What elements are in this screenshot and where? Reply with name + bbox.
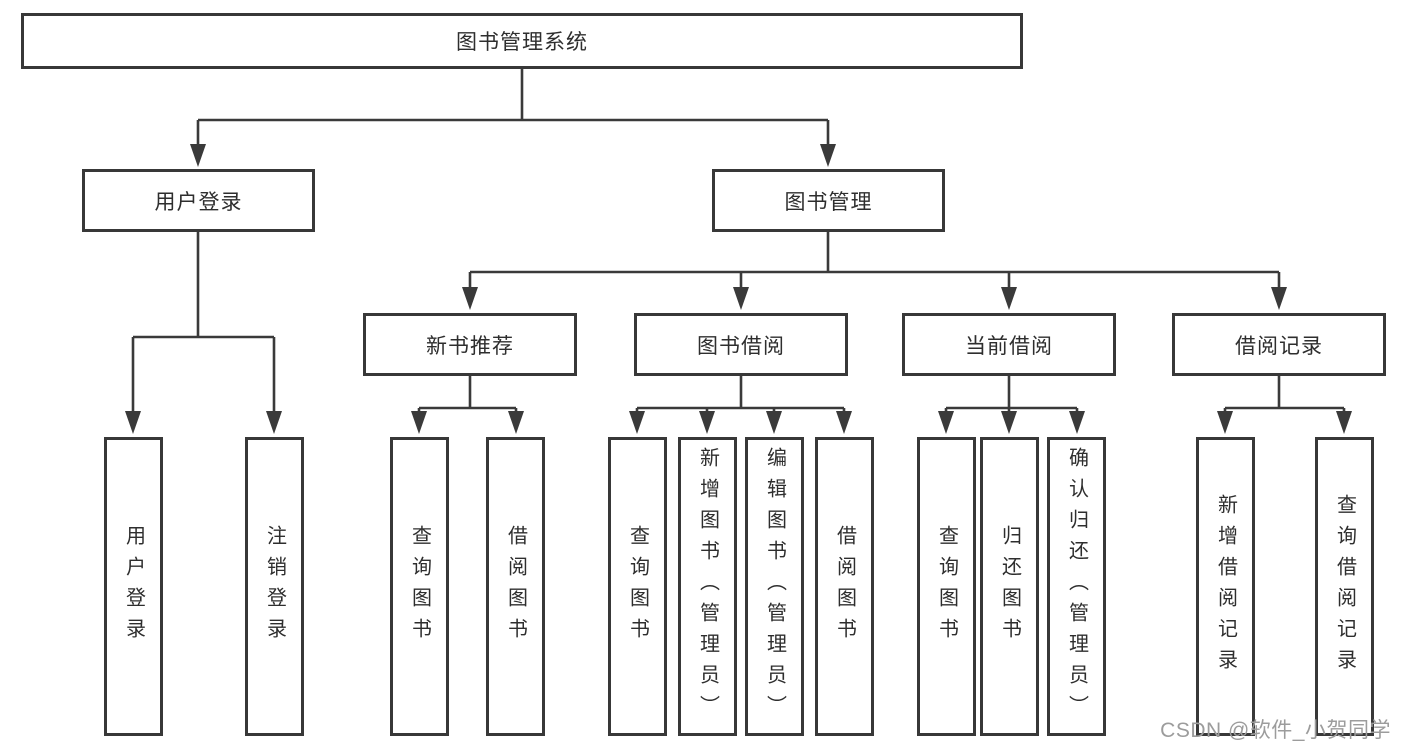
node-borrowing-records: 借阅记录 — [1172, 313, 1386, 376]
leaf-edit-books-admin: 编辑图书（管理员） — [745, 437, 804, 736]
leaf-query-books-current: 查询图书 — [917, 437, 976, 736]
node-book-borrowing: 图书借阅 — [634, 313, 848, 376]
node-label: 查询图书 — [626, 524, 649, 649]
node-label: 新增借阅记录 — [1214, 493, 1237, 680]
connector-userlogin-to-leaves — [125, 232, 282, 434]
node-user-login-module: 用户登录 — [82, 169, 315, 232]
node-root-library-system: 图书管理系统 — [21, 13, 1023, 69]
node-new-book-recommend: 新书推荐 — [363, 313, 577, 376]
node-label: 用户登录 — [122, 524, 145, 649]
node-label: 图书管理 — [784, 190, 873, 214]
connector-bookmgmt-to-level3 — [462, 232, 1287, 310]
leaf-query-books-recommend: 查询图书 — [390, 437, 449, 736]
connector-borrowing-to-leaves — [629, 376, 852, 434]
node-label: 借阅图书 — [504, 524, 527, 649]
node-label: 编辑图书（管理员） — [763, 447, 786, 726]
node-label: 确认归还（管理员） — [1065, 447, 1088, 726]
node-label: 新书推荐 — [426, 334, 514, 358]
leaf-query-borrow-record: 查询借阅记录 — [1315, 437, 1374, 736]
connector-records-to-leaves — [1217, 376, 1352, 434]
node-label: 归还图书 — [998, 524, 1021, 649]
leaf-add-borrow-record: 新增借阅记录 — [1196, 437, 1255, 736]
node-label: 借阅图书 — [833, 524, 856, 649]
node-book-management-module: 图书管理 — [712, 169, 945, 232]
leaf-borrow-books-recommend: 借阅图书 — [486, 437, 545, 736]
node-label: 图书管理系统 — [456, 31, 588, 54]
leaf-query-books-borrowing: 查询图书 — [608, 437, 667, 736]
csdn-watermark: CSDN @软件_小贺同学 — [1160, 719, 1391, 742]
node-label: 查询图书 — [935, 524, 958, 649]
leaf-borrow-books: 借阅图书 — [815, 437, 874, 736]
leaf-logout: 注销登录 — [245, 437, 304, 736]
node-label: 借阅记录 — [1235, 334, 1323, 358]
connector-current-to-leaves — [938, 376, 1085, 434]
node-label: 新增图书（管理员） — [696, 447, 719, 726]
leaf-user-login: 用户登录 — [104, 437, 163, 736]
connector-root-to-level2 — [190, 69, 836, 167]
node-label: 注销登录 — [263, 524, 286, 649]
node-current-borrowing: 当前借阅 — [902, 313, 1116, 376]
leaf-return-books: 归还图书 — [980, 437, 1039, 736]
node-label: 查询借阅记录 — [1333, 493, 1356, 680]
node-label: 用户登录 — [154, 190, 243, 214]
leaf-confirm-return-admin: 确认归还（管理员） — [1047, 437, 1106, 736]
node-label: 当前借阅 — [965, 334, 1053, 358]
leaf-add-books-admin: 新增图书（管理员） — [678, 437, 737, 736]
node-label: 图书借阅 — [697, 334, 785, 358]
connector-newbooks-to-leaves — [411, 376, 524, 434]
node-label: 查询图书 — [408, 524, 431, 649]
